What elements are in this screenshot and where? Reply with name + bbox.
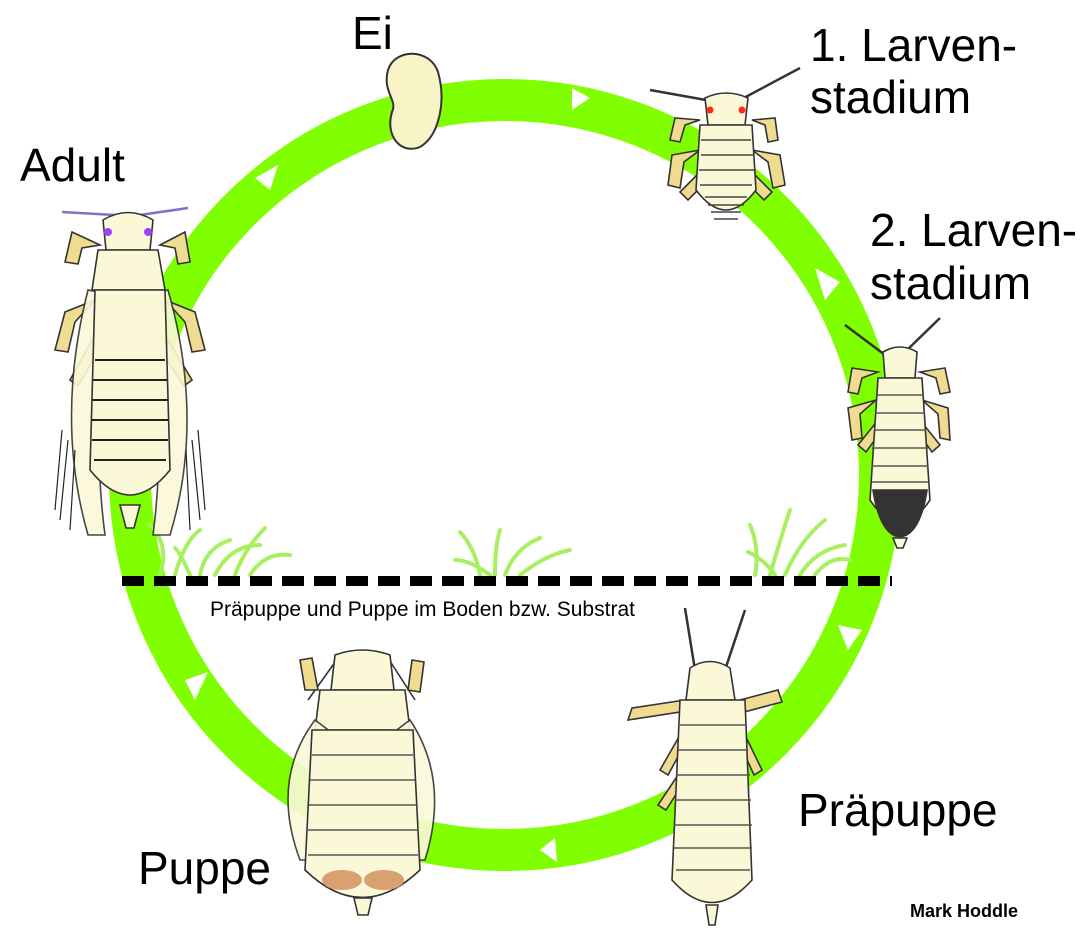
cycle-ring [130,100,880,850]
egg-illustration [387,54,442,149]
grass-tufts [150,510,850,575]
larva2-label-line2: stadium [870,258,1031,308]
grass-tuft-right [748,510,850,575]
egg-label: Ei [352,8,393,58]
adult-illustration [55,208,205,535]
prepupa-label: Präpuppe [798,785,998,835]
adult-label: Adult [20,140,125,190]
pupa-illustration [288,650,435,915]
grass-tuft-middle [455,530,570,575]
larva1-label-line1: 1. Larven- [810,20,1017,70]
larva2-label-line1: 2. Larven- [870,205,1077,255]
prepupa-illustration [628,608,782,925]
soil-note-label: Präpuppe und Puppe im Boden bzw. Substra… [210,598,635,622]
credit-label: Mark Hoddle [910,900,1018,922]
pupa-label: Puppe [138,843,271,893]
larva1-label-line2: stadium [810,72,971,122]
